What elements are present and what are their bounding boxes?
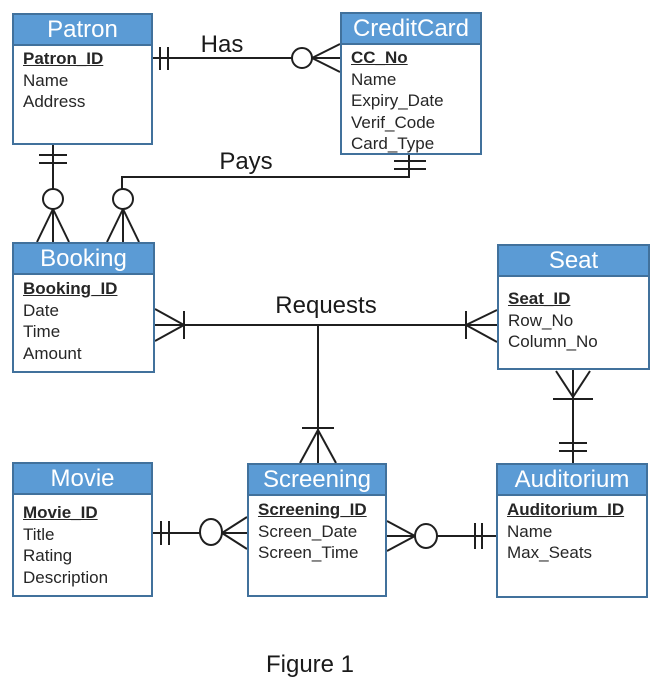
movie-screening-connector <box>153 516 248 550</box>
zero-or-many-notation <box>199 516 248 550</box>
entity-booking-header: Booking <box>14 244 153 275</box>
attribute-expiry-date: Expiry_Date <box>351 91 444 110</box>
zero-or-many-notation <box>291 43 341 73</box>
relationship-label-pays: Pays <box>219 148 273 175</box>
attribute-seat-id: Seat_ID <box>508 289 571 308</box>
attribute-auditorium-id: Auditorium_ID <box>507 500 625 519</box>
one-and-only-one-notation <box>39 154 67 164</box>
entity-movie-header: Movie <box>14 464 151 495</box>
entity-patron: Patron Patron_ID Name Address <box>12 13 153 145</box>
requests-connector <box>154 308 498 464</box>
attribute-card-type: Card_Type <box>351 134 435 153</box>
entity-auditorium-header: Auditorium <box>498 465 646 496</box>
one-or-many-notation <box>154 308 185 342</box>
attribute-booking-amount: Amount <box>23 343 82 363</box>
attribute-creditcard-name: Name <box>351 69 397 89</box>
attribute-row-no: Row_No <box>508 310 574 330</box>
attribute-movie-rating: Rating <box>23 546 73 565</box>
entity-movie: Movie Movie_ID Title Rating Description <box>12 462 153 597</box>
zero-or-many-notation <box>106 188 140 243</box>
zero-or-many-notation <box>386 520 438 552</box>
entity-screening: Screening Screening_ID Screen_Date Scree… <box>247 463 387 597</box>
patron-booking-connector <box>36 145 70 243</box>
attribute-max-seats: Max_Seats <box>507 543 593 562</box>
one-or-many-notation <box>553 370 593 400</box>
figure-caption: Figure 1 <box>265 651 355 678</box>
one-and-only-one-notation <box>474 523 483 549</box>
entity-creditcard-header: CreditCard <box>342 14 480 45</box>
screening-auditorium-connector <box>386 520 496 552</box>
one-or-many-notation <box>299 427 337 464</box>
attribute-auditorium-name: Name <box>507 521 553 541</box>
zero-or-many-notation <box>36 188 70 243</box>
attribute-movie-id: Movie_ID <box>23 503 98 522</box>
one-or-many-notation <box>465 309 498 343</box>
relationship-label-requests: Requests <box>275 292 377 319</box>
entity-seat: Seat Seat_ID Row_No Column_No <box>497 244 650 370</box>
attribute-movie-description: Description <box>23 567 109 587</box>
one-and-only-one-notation <box>559 442 587 452</box>
seat-auditorium-connector <box>553 370 593 463</box>
attribute-screen-time: Screen_Time <box>258 543 359 562</box>
one-and-only-one-notation <box>160 521 170 545</box>
entity-booking: Booking Booking_ID Date Time Amount <box>12 242 155 373</box>
entity-auditorium: Auditorium Auditorium_ID Name Max_Seats <box>496 463 648 598</box>
has-connector <box>153 43 341 73</box>
attribute-booking-date: Date <box>23 300 59 320</box>
relationship-label-has: Has <box>200 31 244 58</box>
entity-patron-header: Patron <box>14 15 151 46</box>
one-and-only-one-notation <box>394 160 426 170</box>
attribute-screening-id: Screening_ID <box>258 500 367 519</box>
attribute-patron-id: Patron_ID <box>23 49 104 68</box>
attribute-patron-address: Address <box>23 92 86 111</box>
entity-creditcard: CreditCard CC_No Name Expiry_Date Verif_… <box>340 12 482 155</box>
one-and-only-one-notation <box>159 47 169 70</box>
entity-seat-header: Seat <box>499 246 648 277</box>
attribute-booking-id: Booking_ID <box>23 279 118 298</box>
attribute-booking-time: Time <box>23 322 61 341</box>
attribute-screen-date: Screen_Date <box>258 521 358 541</box>
attribute-cc-no: CC_No <box>351 48 408 67</box>
attribute-column-no: Column_No <box>508 332 598 351</box>
attribute-patron-name: Name <box>23 70 69 90</box>
entity-screening-header: Screening <box>249 465 385 496</box>
attribute-verif-code: Verif_Code <box>351 112 436 132</box>
attribute-movie-title: Title <box>23 524 55 544</box>
